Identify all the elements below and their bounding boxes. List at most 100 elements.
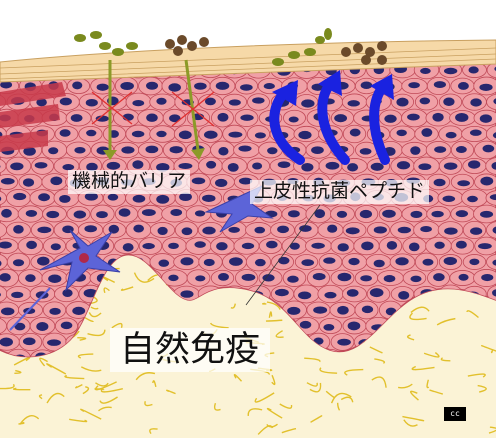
dermal-fiber	[95, 382, 109, 387]
cell-nucleus	[301, 99, 315, 108]
cell-nucleus	[13, 192, 27, 201]
epidermal-cell	[485, 190, 496, 206]
cell-nucleus	[359, 148, 372, 155]
cell-nucleus	[240, 114, 254, 121]
cell-nucleus	[469, 258, 480, 266]
cell-nucleus	[301, 162, 314, 172]
dermal-fiber	[39, 357, 48, 367]
peptide-leader-line	[245, 204, 321, 306]
mechanical-barrier-arrows	[91, 59, 215, 160]
cell-nucleus	[278, 256, 290, 265]
cell-nucleus	[431, 210, 444, 218]
cell-nucleus	[120, 81, 134, 91]
cell-nucleus	[106, 161, 121, 170]
dermal-fiber	[82, 386, 90, 395]
cell-nucleus	[96, 211, 108, 219]
dermal-fiber	[80, 408, 102, 420]
dermal-fiber	[230, 303, 236, 309]
cell-nucleus	[480, 210, 494, 218]
dermal-fiber	[410, 306, 430, 313]
cell-nucleus	[468, 160, 481, 169]
cell-nucleus	[157, 226, 168, 236]
dermal-fiber	[111, 322, 123, 329]
cell-nucleus	[323, 324, 335, 331]
cell-nucleus	[59, 129, 71, 137]
innate-immunity-label: 自然免疫	[110, 328, 271, 373]
dermal-fiber	[266, 407, 283, 419]
dermal-fiber	[477, 384, 487, 393]
bacteria-cluster-1	[74, 31, 138, 56]
cell-nucleus	[156, 97, 167, 105]
dermal-fiber	[213, 402, 221, 411]
dermal-fiber	[336, 402, 341, 411]
dermal-fiber	[75, 384, 83, 389]
cell-nucleus	[468, 66, 479, 74]
cell-nucleus	[458, 273, 469, 281]
cell-nucleus	[467, 195, 478, 203]
cell-nucleus	[195, 275, 206, 282]
cell-nucleus	[274, 288, 289, 297]
cell-nucleus	[445, 131, 457, 139]
cell-nucleus	[287, 306, 301, 315]
cell-nucleus	[408, 242, 420, 252]
cell-nucleus	[37, 256, 50, 266]
dermal-fiber	[46, 392, 65, 404]
dermal-fiber	[466, 310, 479, 319]
cell-nucleus	[1, 208, 12, 218]
dermal-fiber	[310, 415, 323, 423]
cell-nucleus	[455, 210, 469, 218]
cell-nucleus	[170, 209, 183, 216]
cell-nucleus	[433, 81, 446, 89]
cell-nucleus	[395, 257, 409, 266]
cell-nucleus	[228, 131, 243, 138]
cell-nucleus	[347, 321, 361, 331]
mechanical-barrier-label: 機械的バリア	[68, 170, 191, 194]
cell-nucleus	[386, 241, 398, 250]
dermal-fiber	[254, 392, 275, 403]
cell-nucleus	[348, 257, 360, 266]
dermal-fiber	[166, 389, 176, 395]
cell-nucleus	[301, 259, 315, 266]
cell-nucleus	[133, 224, 144, 233]
cell-nucleus	[369, 288, 384, 298]
cell-nucleus	[118, 208, 131, 217]
cell-nucleus	[228, 99, 241, 106]
cell-nucleus	[419, 97, 431, 105]
cell-nucleus	[84, 225, 97, 233]
dermal-fiber	[426, 379, 430, 389]
dermal-fiber	[436, 317, 456, 326]
cell-nucleus	[299, 225, 312, 232]
dermal-fiber	[409, 312, 427, 321]
cell-nucleus	[122, 243, 134, 252]
cell-nucleus	[382, 209, 396, 218]
cell-nucleus	[83, 288, 98, 298]
cell-nucleus	[22, 178, 35, 187]
dendrite-process	[9, 287, 51, 331]
cell-nucleus	[0, 178, 15, 185]
cell-nucleus	[396, 129, 407, 137]
cell-nucleus	[179, 192, 192, 202]
cell-nucleus	[181, 227, 193, 236]
cell-nucleus	[202, 194, 216, 202]
cell-nucleus	[444, 227, 458, 235]
cell-nucleus	[62, 289, 73, 297]
cell-nucleus	[311, 242, 325, 249]
cell-nucleus	[180, 290, 194, 298]
dermal-fiber	[64, 374, 85, 380]
dermal-fiber	[99, 396, 118, 404]
cell-nucleus	[142, 243, 155, 250]
cell-nucleus	[443, 67, 458, 75]
cell-nucleus	[34, 162, 48, 169]
cell-nucleus	[442, 195, 456, 202]
dermal-fiber	[467, 373, 486, 378]
cell-nucleus	[85, 98, 98, 107]
cell-nucleus	[22, 337, 36, 346]
cell-nucleus	[168, 242, 179, 249]
cell-nucleus	[434, 146, 447, 153]
cell-nucleus	[456, 146, 467, 154]
epidermal-cell	[486, 61, 496, 79]
dermal-fiber	[69, 418, 88, 423]
cell-nucleus	[36, 322, 49, 331]
dermal-fiber	[103, 287, 110, 294]
cell-nucleus	[178, 163, 193, 170]
